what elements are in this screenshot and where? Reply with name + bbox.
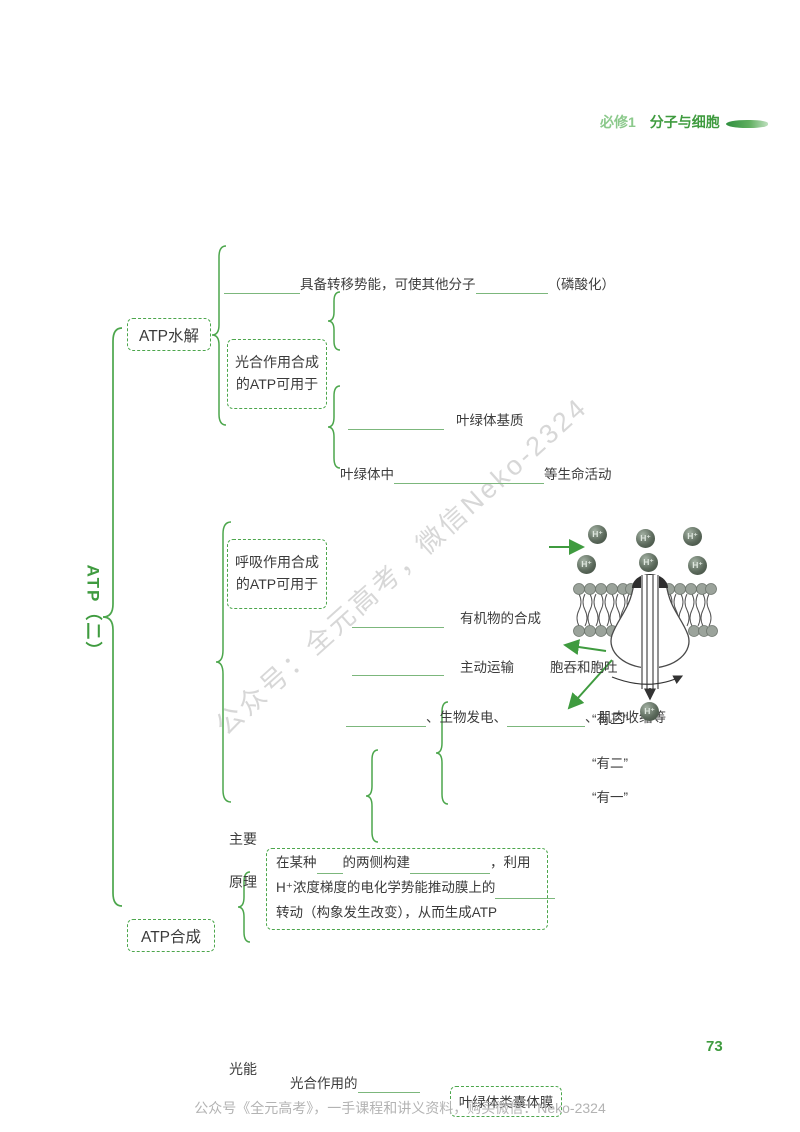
blank-line [475, 278, 548, 294]
tag-stage3: “有三” [592, 712, 628, 727]
node-resp-atp-usage: 呼吸作用合成 的ATP可用于 [227, 538, 327, 609]
row-photo-child1: 叶绿体基质 [348, 413, 800, 430]
root-topic-label: ATP（二） [83, 564, 103, 661]
blank-line [507, 711, 585, 728]
row-photo-child2: 叶绿体中 等生命活动 [340, 466, 612, 484]
blank-line [346, 711, 426, 728]
tag-stage1: “有一” [592, 790, 628, 805]
blank-line [224, 278, 300, 294]
blank-line [495, 883, 556, 900]
row-resp-child3: 、生物发电、 、肌肉收缩等 [346, 710, 800, 728]
hydrogen-ion: H⁺ [577, 555, 596, 574]
node-thylakoid-membrane: 叶绿体类囊体膜 [450, 1085, 562, 1117]
header-course: 必修1 [600, 114, 636, 130]
header-subject: 分子与细胞 [649, 114, 720, 130]
blank-line [352, 612, 444, 628]
blank-line [352, 660, 444, 677]
row-resp-child1: 有机物的合成 [352, 611, 800, 628]
hydrogen-ion: H⁺ [639, 553, 658, 572]
blank-line [410, 858, 490, 875]
blank-line [316, 858, 343, 875]
hydrogen-ion: H⁺ [640, 702, 659, 721]
row-transfer-potential: 具备转移势能，可使其他分子 （磷酸化） [224, 277, 800, 294]
hydrogen-ion: H⁺ [683, 527, 702, 546]
blank-line [394, 468, 544, 484]
brace-photo-children [327, 291, 341, 351]
hydrogen-ion: H⁺ [588, 525, 607, 544]
membrane-illustration [573, 574, 718, 701]
blank-line [357, 1077, 420, 1093]
brace-resp-children [327, 385, 341, 469]
page-header: 必修1 分子与细胞 [600, 112, 720, 132]
tag-stage2: “有二” [592, 756, 628, 771]
atp-synthase-cap [632, 574, 668, 588]
node-photo-atp-usage: 光合作用合成 的ATP可用于 [227, 338, 327, 409]
node-principle-box: 在某种 的两侧构建 ，利用 H⁺浓度梯度的电化学势能推动膜上的 转动（构象发生改… [266, 847, 556, 930]
brace-respiration-children [365, 749, 379, 843]
node-atp-hydrolysis: ATP水解 [127, 318, 211, 351]
arrow-diagram-to-thylakoid [563, 639, 607, 655]
label-principle-1: 主要 [229, 831, 257, 848]
row-light-text: 光合作用的 [290, 1076, 800, 1093]
brace-hydrolysis [211, 245, 227, 426]
footer-text: 公众号《全元高考》，一手课程和讲义资料，购买微信：Neko-2324 [194, 1100, 606, 1116]
page-number: 73 [706, 1038, 723, 1055]
node-atp-synthesis: ATP合成 [127, 919, 215, 953]
row-resp-child2: 主动运输 胞吞和胞吐 [352, 660, 800, 677]
blank-line [348, 414, 444, 430]
hydrogen-ion: H⁺ [688, 556, 707, 575]
hydrogen-ion: H⁺ [636, 529, 655, 548]
header-swoosh-icon [726, 120, 768, 128]
label-light-energy: 光能 [229, 1060, 257, 1077]
